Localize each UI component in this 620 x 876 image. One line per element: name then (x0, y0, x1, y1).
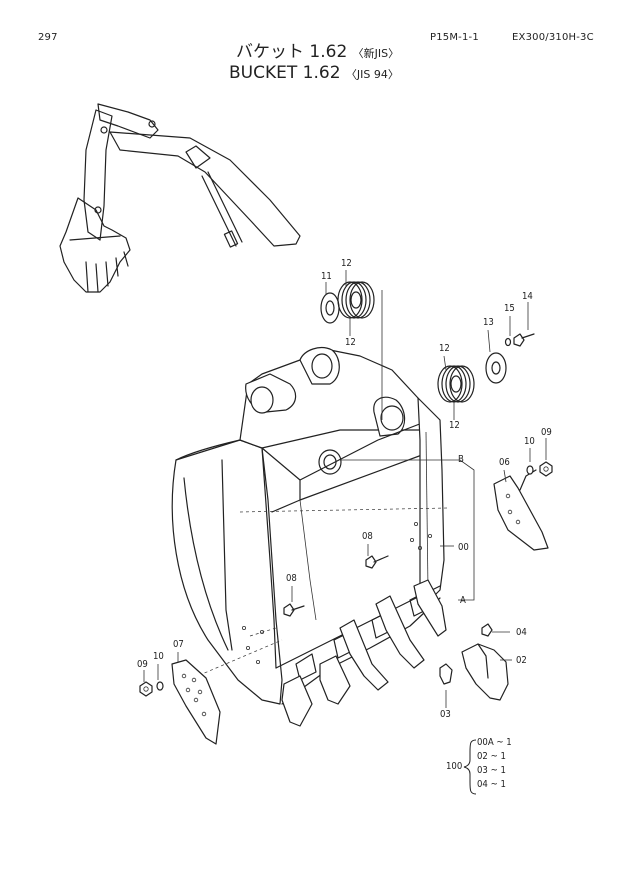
tooth-point-assembly (439, 623, 509, 701)
title-english-main: BUCKET 1.62 (229, 63, 341, 83)
callout-04: 04 (516, 627, 527, 638)
callout-03: 03 (440, 709, 451, 720)
page-number: 297 (38, 32, 58, 43)
callout-12-right-lower: 12 (449, 420, 460, 431)
nut-washer-right (526, 461, 553, 477)
callout-15: 15 (504, 303, 515, 314)
title-english: BUCKET 1.62 〈JIS 94〉 (229, 65, 399, 82)
nut-washer-left (139, 681, 164, 697)
callout-09-left: 09 (137, 659, 148, 670)
leader-lines (143, 270, 547, 708)
pin-hardware-upper-left (320, 281, 375, 324)
callout-10-right: 10 (524, 436, 535, 447)
excavator-front-illustration (59, 103, 301, 293)
kit-quantity-label: 100 (446, 761, 463, 772)
callout-13: 13 (483, 317, 494, 328)
callout-09-right: 09 (541, 427, 552, 438)
bolts-08 (283, 555, 389, 617)
callout-12-top: 12 (341, 258, 352, 269)
callout-B: B (458, 454, 464, 465)
callout-06: 06 (499, 457, 510, 468)
callout-08-left: 08 (286, 573, 297, 584)
kit-brace (463, 739, 477, 795)
pin-hardware-upper-right (437, 333, 535, 403)
title-japanese: バケット 1.62 〈新JIS〉 (236, 44, 399, 61)
callout-10-left: 10 (153, 651, 164, 662)
callout-12-right-upper: 12 (439, 343, 450, 354)
title-japanese-main: バケット 1.62 (236, 42, 348, 62)
bucket-teeth (281, 579, 447, 727)
title-japanese-note: 〈新JIS〉 (352, 47, 400, 60)
callout-02: 02 (516, 655, 527, 666)
callout-07: 07 (173, 639, 184, 650)
callout-12-left-lower: 12 (345, 337, 356, 348)
callout-A: A (460, 595, 466, 606)
side-cutter-right (493, 469, 549, 551)
callout-08-right: 08 (362, 531, 373, 542)
kit-item-1: 00A ~ 1 (477, 737, 512, 748)
doc-code: P15M-1-1 (430, 32, 479, 43)
kit-item-3: 03 ~ 1 (477, 765, 506, 776)
bucket-body (171, 347, 449, 705)
kit-item-4: 04 ~ 1 (477, 779, 506, 790)
kit-item-2: 02 ~ 1 (477, 751, 506, 762)
callout-00: 00 (458, 542, 469, 553)
callout-11: 11 (321, 271, 332, 282)
side-cutter-left (171, 659, 221, 745)
title-english-note: 〈JIS 94〉 (345, 68, 399, 81)
callout-14: 14 (522, 291, 533, 302)
model-number: EX300/310H-3C (512, 32, 594, 43)
